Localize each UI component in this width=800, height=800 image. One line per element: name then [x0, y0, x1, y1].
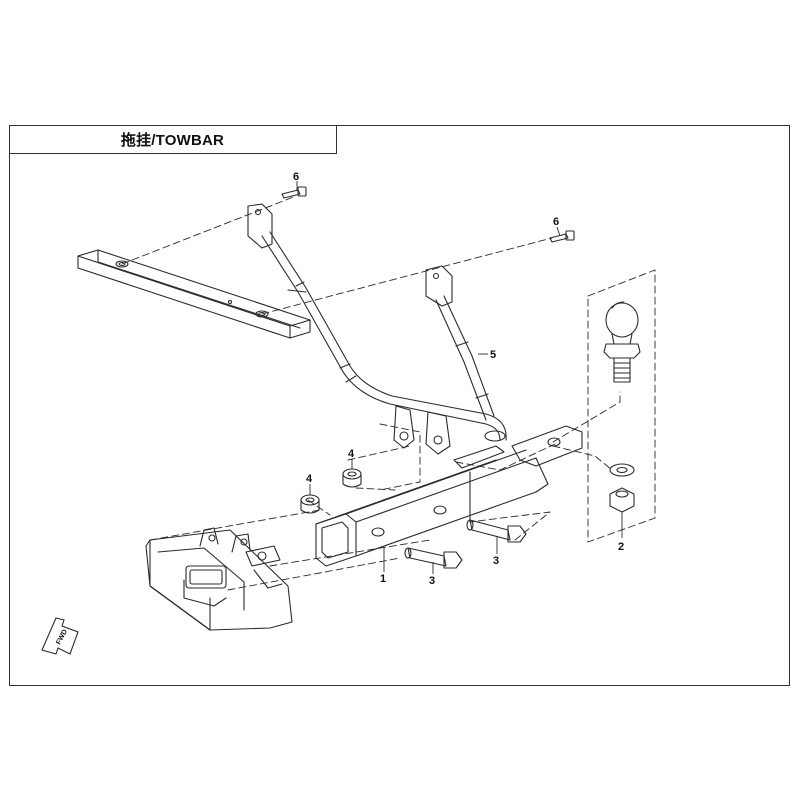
callout-part-4-left: 4: [306, 473, 313, 485]
pin-part-3-right: [466, 519, 527, 543]
nut-part-2: [609, 487, 635, 513]
callout-part-5: 5: [490, 349, 496, 361]
spacer-part-4-right: [342, 468, 362, 488]
vehicle-frame-bracket: [145, 527, 293, 631]
hitch-receiver-bar-part-1: [315, 425, 583, 567]
pin-part-3-left: [404, 547, 463, 569]
tow-ball-part-2: [603, 301, 641, 383]
callout-part-3-right: 3: [493, 555, 499, 567]
fwd-arrow-icon: FWD: [41, 617, 79, 655]
washer-part-2: [609, 463, 635, 477]
callout-part-1: 1: [380, 573, 386, 585]
rear-cross-tube: [77, 249, 311, 339]
callout-part-3-left: 3: [429, 575, 435, 587]
assembly-guide-lines: [121, 195, 656, 591]
callout-part-4-right: 4: [348, 448, 355, 460]
fwd-label: FWD: [55, 629, 69, 646]
diagram-title: 拖挂/TOWBAR: [9, 125, 337, 154]
callout-leaders: [296, 181, 623, 574]
bolt-part-6-left: [281, 186, 307, 199]
diagram-frame: [9, 125, 790, 686]
bolt-part-6-right: [549, 230, 575, 243]
callout-part-6-left: 6: [293, 171, 299, 183]
support-bar-part-5: [247, 203, 507, 455]
callout-part-6-right: 6: [553, 216, 559, 228]
callout-part-2: 2: [618, 541, 624, 553]
